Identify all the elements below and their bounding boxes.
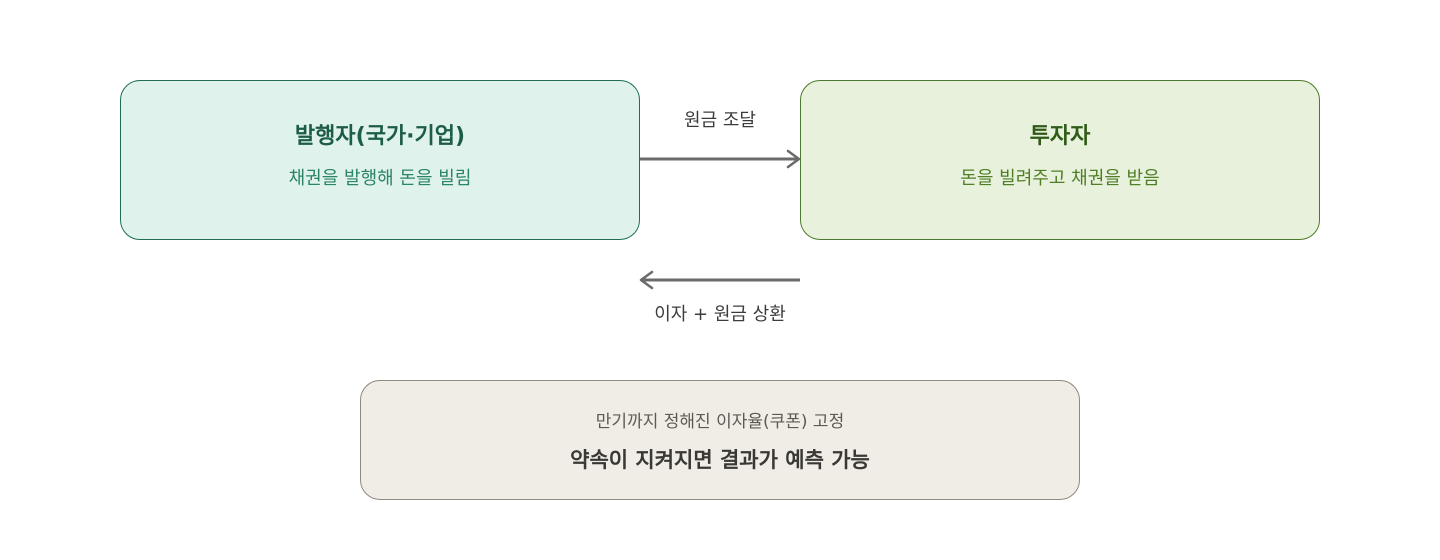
note-box: 만기까지 정해진 이자율(쿠폰) 고정 약속이 지켜지면 결과가 예측 가능 [360,380,1080,500]
issuer-box: 발행자(국가·기업) 채권을 발행해 돈을 빌림 [120,80,640,240]
arrow-investor-to-issuer [639,270,800,290]
investor-title: 투자자 [1029,124,1091,149]
issuer-subtitle: 채권을 발행해 돈을 빌림 [288,168,472,189]
investor-box: 투자자 돈을 빌려주고 채권을 받음 [800,80,1320,240]
note-predictable-outcome: 약속이 지켜지면 결과가 예측 가능 [570,447,870,472]
note-fixed-coupon: 만기까지 정해진 이자율(쿠폰) 고정 [595,411,845,432]
issuer-title: 발행자(국가·기업) [294,124,466,149]
investor-subtitle: 돈을 빌려주고 채권을 받음 [960,168,1160,189]
flow-label-principal-raising: 원금 조달 [684,110,756,131]
flow-label-repayment: 이자 + 원금 상환 [654,304,786,325]
arrow-issuer-to-investor [640,149,801,169]
